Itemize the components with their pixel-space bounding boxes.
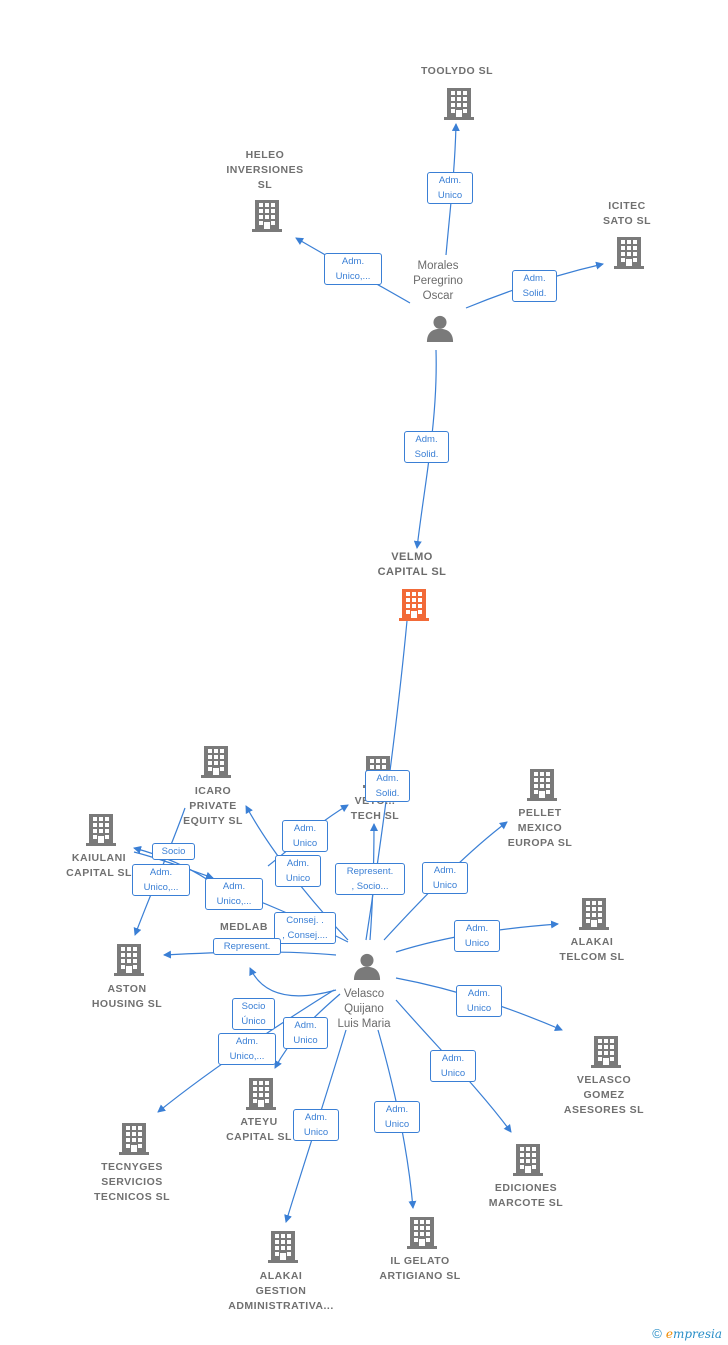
morales-person-icon[interactable]: [426, 315, 454, 342]
edge-label-vetotech-a[interactable]: Adm. Unico: [275, 855, 321, 887]
edge-label-ediciones[interactable]: Adm. Unico: [430, 1050, 476, 1082]
edge-label-medlab-consej[interactable]: Consej. . , Consej....: [274, 912, 336, 944]
brand-logo-text: mpresia: [672, 1327, 722, 1341]
aston-building-icon[interactable]: [114, 944, 144, 976]
icaro-building-icon[interactable]: [201, 746, 231, 778]
edge-label-morales-velmo[interactable]: Adm. Solid.: [404, 431, 449, 463]
alakaigestion-label[interactable]: ALAKAI GESTION ADMINISTRATIVA...: [228, 1270, 334, 1312]
ateyu-building-icon[interactable]: [246, 1078, 276, 1110]
edge-label-icaro[interactable]: Adm. Unico: [282, 820, 328, 852]
ilgelato-building-icon[interactable]: [407, 1217, 437, 1249]
edge-label-pellet[interactable]: Adm. Unico: [422, 862, 468, 894]
tecnyges-label[interactable]: TECNYGES SERVICIOS TECNICOS SL: [93, 1161, 171, 1203]
toolydo-label[interactable]: TOOLYDO SL: [420, 65, 494, 77]
alakaitelcom-building-icon[interactable]: [579, 898, 609, 930]
brand-logo-e: e: [665, 1327, 673, 1341]
edge-label-ilgelato[interactable]: Adm. Unico: [374, 1101, 420, 1133]
ediciones-building-icon[interactable]: [513, 1144, 543, 1176]
kaiulani-building-icon[interactable]: [86, 814, 116, 846]
edge-label-toolydo[interactable]: Adm. Unico: [427, 172, 473, 204]
edge-label-icitec[interactable]: Adm. Solid.: [512, 270, 557, 302]
velasco-label[interactable]: Velasco Quijano Luis Maria: [337, 988, 391, 1030]
kaiulani-label[interactable]: KAIULANI CAPITAL SL: [66, 852, 132, 879]
toolydo-building-icon[interactable]: [444, 88, 474, 120]
aston-label[interactable]: ASTON HOUSING SL: [91, 983, 163, 1010]
edge-label-kaiulani-adm[interactable]: Adm. Unico,...: [132, 864, 190, 896]
heleo-building-icon[interactable]: [252, 200, 282, 232]
icitec-label[interactable]: ICITEC SATO SL: [602, 200, 652, 227]
edge-label-ateyu-socio[interactable]: Socio Único: [232, 998, 275, 1030]
alakaitelcom-label[interactable]: ALAKAI TELCOM SL: [559, 936, 625, 963]
velascogomez-building-icon[interactable]: [591, 1036, 621, 1068]
edge-label-velasco-velmo[interactable]: Adm. Solid.: [365, 770, 410, 802]
edge-label-velascogomez[interactable]: Adm. Unico: [456, 985, 502, 1017]
velasco-person-icon[interactable]: [353, 953, 381, 980]
edge-label-heleo[interactable]: Adm. Unico,...: [324, 253, 382, 285]
copyright-icon: ©: [652, 1326, 662, 1341]
edge-label-kaiulani-socio[interactable]: Socio: [152, 843, 195, 860]
copyright-footer[interactable]: ©empresia: [652, 1326, 722, 1341]
edge-label-medlab-adm[interactable]: Adm. Unico,...: [205, 878, 263, 910]
edge-label-ateyu-adm[interactable]: Adm. Unico: [283, 1017, 328, 1049]
edge-label-tecnyges[interactable]: Adm. Unico,...: [218, 1033, 276, 1065]
ateyu-label[interactable]: ATEYU CAPITAL SL: [226, 1116, 292, 1143]
pellet-building-icon[interactable]: [527, 769, 557, 801]
morales-label[interactable]: Morales Peregrino Oscar: [413, 260, 463, 302]
heleo-label[interactable]: HELEO INVERSIONES SL: [226, 149, 304, 191]
alakaigestion-building-icon[interactable]: [268, 1231, 298, 1263]
pellet-label[interactable]: PELLET MEXICO EUROPA SL: [507, 807, 573, 849]
edge-label-alakaigestion[interactable]: Adm. Unico: [293, 1109, 339, 1141]
edge-kaiulani-socio: [133, 845, 209, 881]
icaro-label[interactable]: ICARO PRIVATE EQUITY SL: [183, 785, 243, 827]
velmo-label[interactable]: VELMO CAPITAL SL: [377, 551, 447, 578]
velascogomez-label[interactable]: VELASCO GOMEZ ASESORES SL: [563, 1074, 645, 1116]
edge-label-vetotech-b[interactable]: Represent. , Socio...: [335, 863, 405, 895]
velmo-building-icon[interactable]: [399, 589, 429, 621]
edge-label-aston[interactable]: Represent.: [213, 938, 281, 955]
ilgelato-label[interactable]: IL GELATO ARTIGIANO SL: [379, 1255, 461, 1282]
ediciones-label[interactable]: EDICIONES MARCOTE SL: [488, 1182, 564, 1209]
edge-velasco-ateyu-socio: [249, 967, 337, 997]
edge-label-alakaitelcom[interactable]: Adm. Unico: [454, 920, 500, 952]
icitec-building-icon[interactable]: [614, 237, 644, 269]
tecnyges-building-icon[interactable]: [119, 1123, 149, 1155]
